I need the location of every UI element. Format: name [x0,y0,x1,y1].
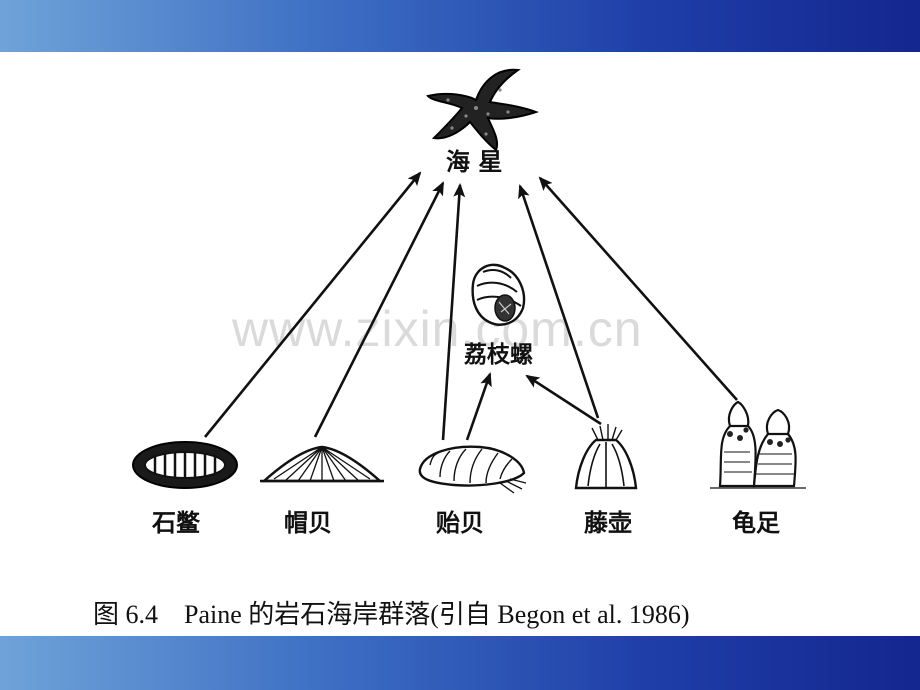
goose-barnacle-label: 龟足 [732,508,780,537]
whelk-icon [471,263,526,326]
food-web-diagram: 海 星 荔枝螺 [132,68,806,537]
header-bar [0,0,920,52]
footer-bar [0,636,920,690]
goose-barnacle-icon [710,400,806,489]
barnacle-label: 藤壶 [584,508,632,537]
limpet-label: 帽贝 [284,508,332,537]
arrow-barnacle-to-starfish [518,184,600,419]
chiton-label: 石鳖 [151,508,201,537]
arrow-limpet-to-starfish [313,181,445,438]
barnacle-icon [574,424,638,490]
starfish-icon [426,68,539,152]
chiton-icon [132,441,238,489]
limpet-icon [260,445,384,483]
starfish-label: 海 星 [446,147,502,176]
arrow-goose-barnacle-to-starfish [538,176,738,401]
arrow-barnacle-to-whelk [525,374,602,426]
arrow-mussel-to-whelk [465,372,492,441]
arrow-mussel-to-starfish [441,183,466,441]
figure-caption: 图 6.4 Paine 的岩石海岸群落(引自 Begon et al. 1986… [93,600,690,629]
arrow-chiton-to-starfish [203,171,422,438]
mussel-icon [418,445,527,494]
whelk-label: 荔枝螺 [464,341,533,368]
mussel-label: 贻贝 [436,508,484,537]
